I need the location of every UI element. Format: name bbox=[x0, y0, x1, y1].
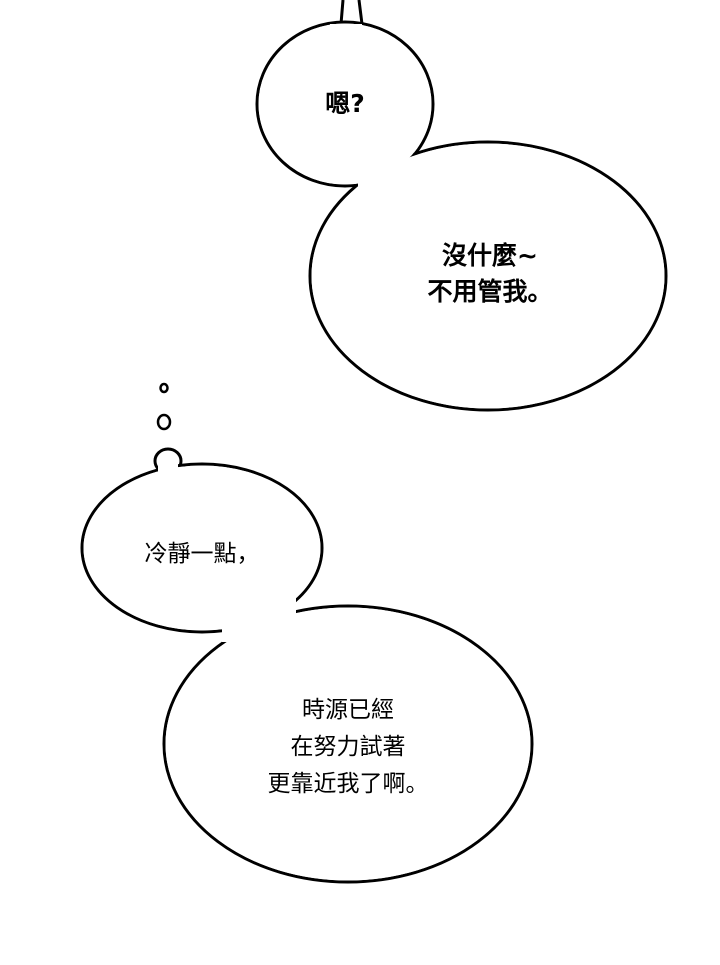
thought-bottom-text: 時源已經 在努力試著 更靠近我了啊。 bbox=[238, 692, 458, 803]
speech-line-2: 不用管我。 bbox=[427, 277, 553, 306]
thought-dot-small bbox=[159, 382, 169, 394]
thought-top-text: 冷靜一點， bbox=[144, 541, 260, 567]
speech-bubble-group bbox=[255, 0, 668, 412]
speech-bottom-text: 沒什麼~ 不用管我。 bbox=[380, 238, 600, 310]
thought-dot-medium bbox=[156, 413, 172, 431]
speech-top-text: 嗯? bbox=[325, 89, 365, 118]
speech-line-1: 沒什麼~ bbox=[442, 241, 538, 270]
thought-line-3: 更靠近我了啊。 bbox=[267, 771, 429, 797]
thought-line-1: 時源已經 bbox=[302, 697, 394, 723]
thought-line-2: 在努力試著 bbox=[290, 734, 406, 760]
thought-bubble-group bbox=[80, 382, 534, 884]
speech-tail bbox=[339, 0, 364, 26]
